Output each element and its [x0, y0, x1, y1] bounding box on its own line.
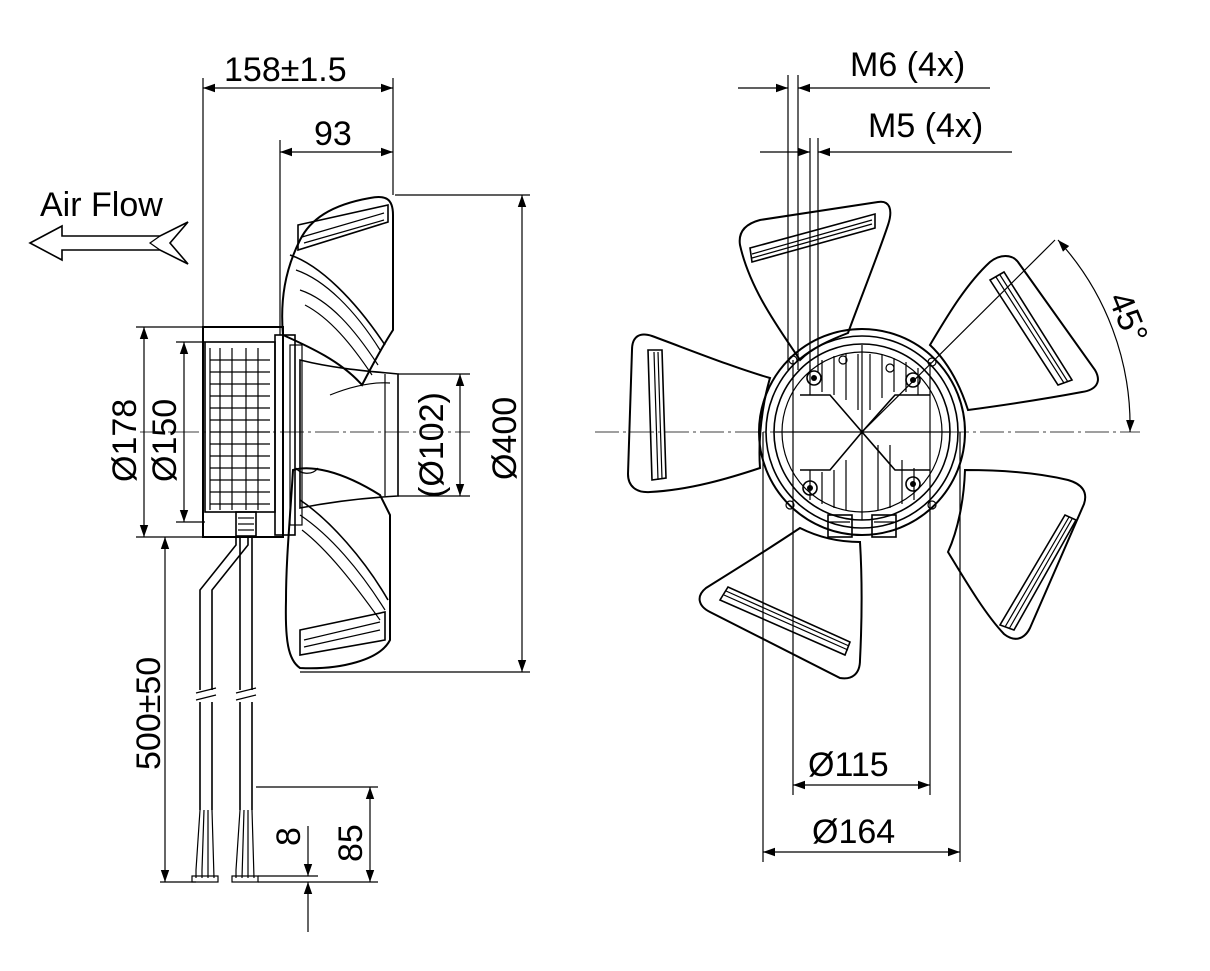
front-view: 45° M6 (4x) M5 (4x) Ø115 — [595, 46, 1155, 862]
motor-outer-dia-label: Ø178 — [106, 399, 144, 482]
dim-strip-length — [258, 826, 318, 932]
lower-blade — [284, 467, 391, 670]
overall-length-label: 158±1.5 — [224, 51, 347, 89]
rotor-hub — [299, 358, 399, 509]
motor-housing — [202, 326, 303, 538]
dim-angle-arc — [1057, 239, 1135, 433]
hub-diameter-label: (Ø102) — [413, 392, 451, 498]
strip-length-label: 8 — [270, 827, 308, 846]
bolt-circle-small-label: Ø115 — [808, 746, 889, 784]
m5-thread-label: M5 (4x) — [868, 107, 983, 145]
dim-motor-diameters — [136, 326, 236, 538]
side-view: Air Flow — [28, 51, 530, 932]
mounting-holes — [785, 355, 937, 510]
motor-inner-dia-label: Ø150 — [146, 399, 184, 482]
dim-overall-length — [202, 78, 394, 330]
blade-depth-label: 93 — [314, 115, 352, 153]
dim-bolt-circle-small — [792, 360, 931, 795]
angle-label: 45° — [1101, 287, 1155, 349]
upper-blade — [281, 196, 394, 387]
dim-m6-thread — [738, 75, 990, 370]
dim-m5-thread — [760, 138, 1012, 372]
front-blades — [626, 200, 1099, 680]
front-angle-ray — [861, 239, 1056, 433]
power-cables — [191, 536, 259, 883]
m6-thread-label: M6 (4x) — [850, 46, 965, 84]
air-flow-label: Air Flow — [40, 186, 163, 224]
cable-gland — [235, 511, 257, 537]
dim-cable-length — [160, 537, 196, 883]
dim-blade-depth — [279, 140, 393, 335]
dim-lead-length — [256, 786, 378, 883]
bolt-circle-large-label: Ø164 — [812, 813, 895, 851]
air-flow-arrow-icon — [28, 221, 189, 265]
cable-length-label: 500±50 — [130, 657, 168, 770]
dim-hub-diameter — [398, 373, 470, 497]
lead-length-label: 85 — [332, 824, 370, 862]
dim-fan-diameter — [300, 194, 530, 673]
fan-diameter-label: Ø400 — [486, 397, 524, 480]
dim-bolt-circle-large — [762, 432, 961, 862]
